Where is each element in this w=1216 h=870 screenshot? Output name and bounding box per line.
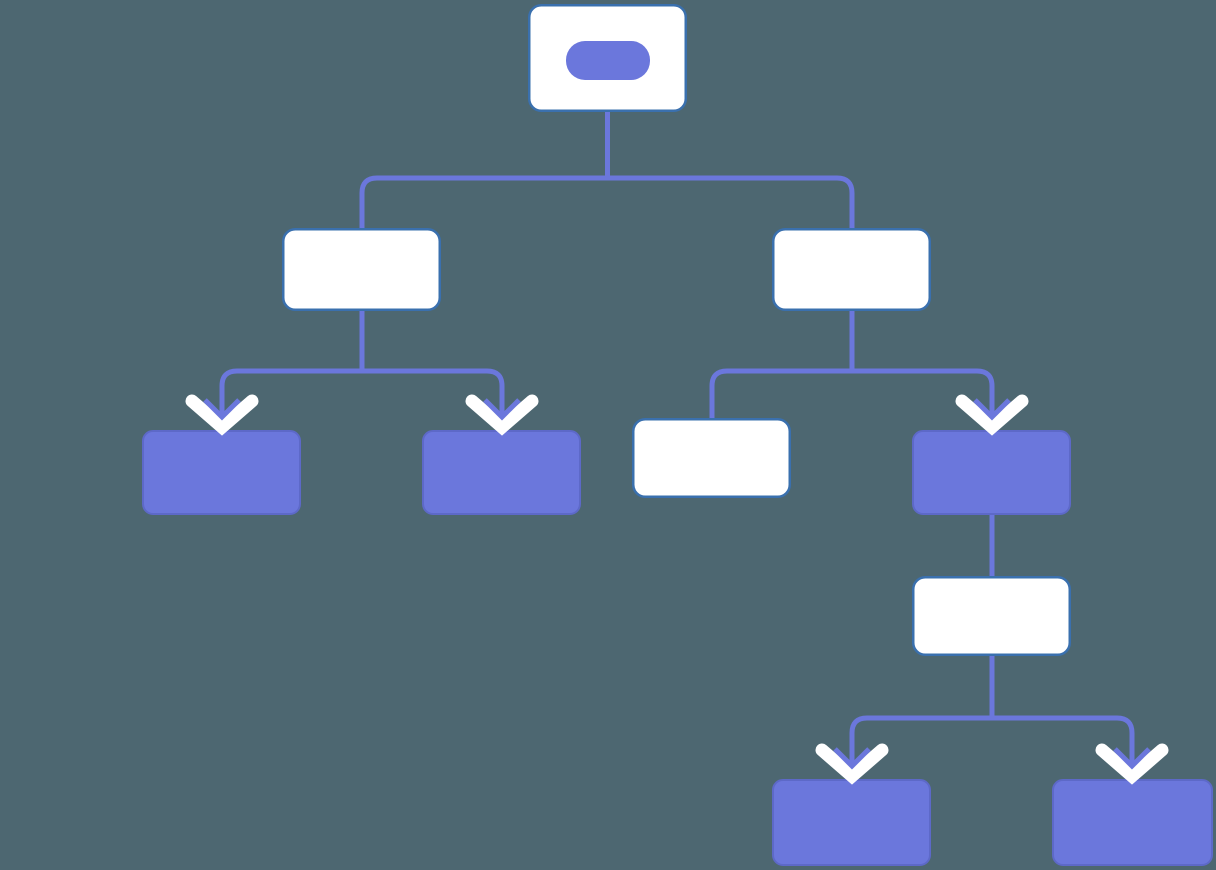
root-node-pill [566, 41, 650, 80]
terminal-node-white[interactable] [632, 418, 791, 498]
leaf-node-left-a-shape [142, 430, 301, 515]
marker-layer [185, 394, 1169, 785]
leaf-node-deep-a-shape [772, 779, 931, 866]
connector-right-to-branch-lower[interactable] [852, 368, 995, 448]
leaf-node-left-a[interactable] [142, 430, 301, 515]
branch-node-left[interactable] [282, 228, 441, 311]
branch-node-right-lower-shape [912, 430, 1071, 515]
terminal-node-white-shape [632, 418, 791, 498]
branch-node-right[interactable] [772, 228, 931, 311]
connector-root-to-left-branch[interactable] [359, 175, 608, 228]
arrow-marker-leaf-deep-b[interactable] [1095, 743, 1169, 785]
leaf-node-deep-b-shape [1052, 779, 1213, 866]
arrow-marker-branch-lower-chevron-outer [955, 394, 1029, 436]
arrow-marker-leaf-left-b-chevron-outer [465, 394, 539, 436]
branch-node-right-shape [772, 228, 931, 311]
branch-node-right-deep[interactable] [912, 576, 1071, 656]
connector-left-to-leaf-a[interactable] [219, 368, 362, 448]
connector-deep-to-leaf-a[interactable] [849, 715, 992, 797]
arrow-marker-leaf-left-a-chevron-inner [203, 398, 241, 421]
leaf-node-left-b[interactable] [422, 430, 581, 515]
arrow-marker-leaf-left-a[interactable] [185, 394, 259, 436]
leaf-node-deep-b[interactable] [1052, 779, 1213, 866]
arrow-marker-leaf-deep-b-chevron-inner [1113, 747, 1151, 770]
connector-root-to-right-branch[interactable] [607, 175, 855, 228]
arrow-marker-leaf-deep-a-chevron-inner [833, 747, 871, 770]
leaf-node-deep-a[interactable] [772, 779, 931, 866]
leaf-node-left-b-shape [422, 430, 581, 515]
arrow-marker-leaf-left-b-chevron-inner [483, 398, 521, 421]
arrow-marker-leaf-left-a-chevron-outer [185, 394, 259, 436]
branch-node-right-deep-shape [912, 576, 1071, 656]
node-layer [142, 4, 1213, 866]
connector-right-to-terminal-white[interactable] [709, 368, 852, 418]
connector-deep-to-leaf-b[interactable] [992, 715, 1135, 797]
root-node[interactable] [528, 4, 687, 112]
arrow-marker-leaf-deep-b-chevron-outer [1095, 743, 1169, 785]
branch-node-left-shape [282, 228, 441, 311]
branch-node-right-lower[interactable] [912, 430, 1071, 515]
arrow-marker-branch-lower[interactable] [955, 394, 1029, 436]
arrow-marker-leaf-deep-a-chevron-outer [815, 743, 889, 785]
arrow-marker-leaf-left-b[interactable] [465, 394, 539, 436]
arrow-marker-branch-lower-chevron-inner [973, 398, 1011, 421]
connector-left-to-leaf-b[interactable] [362, 368, 505, 448]
arrow-marker-leaf-deep-a[interactable] [815, 743, 889, 785]
